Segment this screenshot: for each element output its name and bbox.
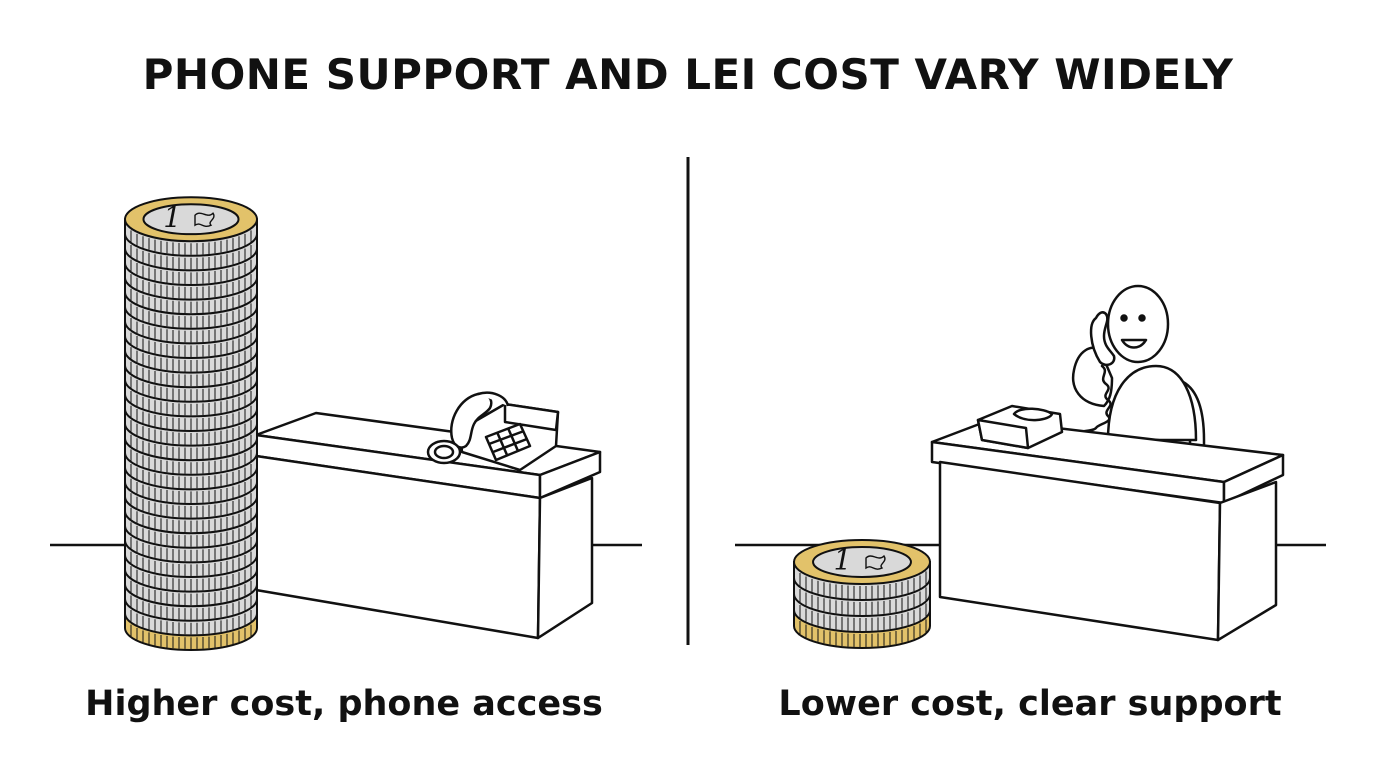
coin-stack-icon: 1 [124,196,258,651]
left-caption: Higher cost, phone access [85,684,603,724]
page-title: PHONE SUPPORT AND LEI COST VARY WIDELY [142,50,1234,99]
coin-face: 1 [124,196,258,243]
left-panel: 1 [50,196,642,651]
person-icon [1044,284,1206,462]
telephone-icon [426,391,560,472]
coin-stack-icon: 1 [793,539,931,649]
desk-icon [930,418,1285,642]
telephone-icon [976,404,1064,450]
right-panel: 1 [735,284,1326,649]
coin-denomination: 1 [163,200,181,234]
coin-denomination: 1 [833,543,851,577]
right-caption: Lower cost, clear support [778,684,1282,724]
coin-face: 1 [793,539,931,585]
